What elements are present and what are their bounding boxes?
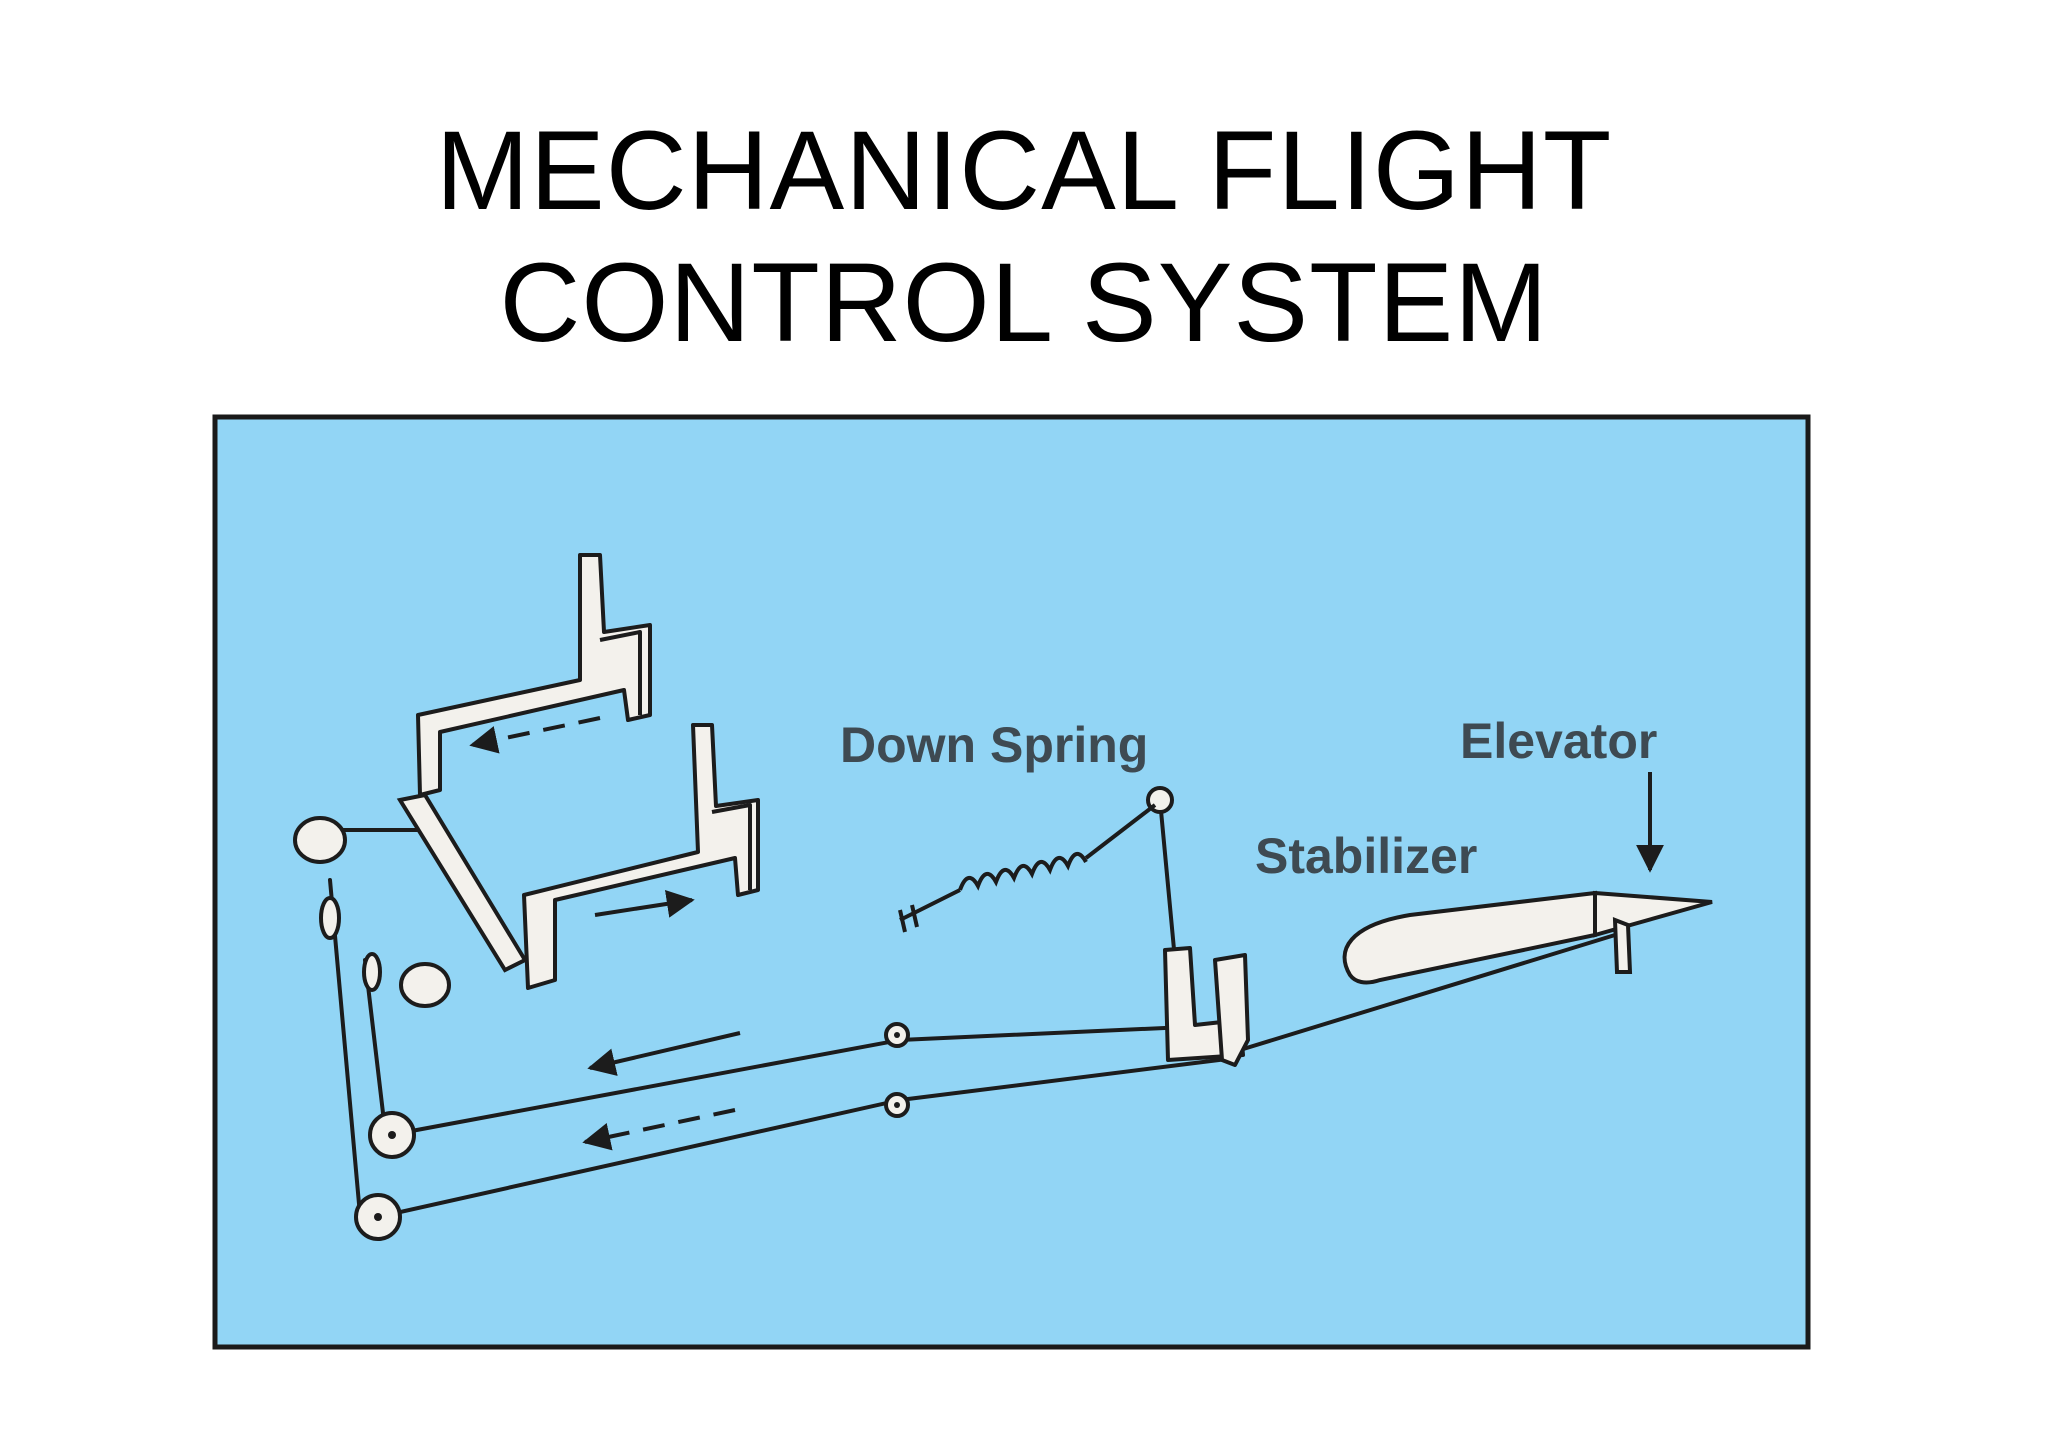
bellcrank bbox=[1163, 946, 1250, 1067]
spring-cable bbox=[1158, 798, 1177, 962]
label-down-spring: Down Spring bbox=[840, 717, 1148, 773]
arrow-lower-cable bbox=[582, 1108, 736, 1151]
label-elevator: Elevator bbox=[1460, 713, 1657, 769]
yoke-upper bbox=[416, 553, 652, 797]
yoke-lower bbox=[522, 723, 760, 990]
arrow-lower-yoke bbox=[594, 890, 695, 918]
title-line-2: CONTROL SYSTEM bbox=[499, 240, 1549, 365]
pulley-top-left bbox=[293, 816, 347, 864]
pulley-upper-small bbox=[319, 896, 341, 940]
arrow-upper-cable bbox=[587, 1031, 741, 1076]
elevator bbox=[1593, 890, 1713, 974]
title-line-1: MECHANICAL FLIGHT bbox=[435, 108, 1613, 233]
pulley-middle bbox=[399, 962, 451, 1008]
down-spring bbox=[898, 803, 1157, 933]
pulley-middle-small bbox=[362, 952, 382, 992]
linkage-bar bbox=[396, 792, 528, 973]
arrow-upper-yoke bbox=[469, 716, 601, 754]
elevator-cable bbox=[1238, 933, 1617, 1052]
page-title: MECHANICAL FLIGHT CONTROL SYSTEM bbox=[0, 105, 2048, 369]
label-stabilizer: Stabilizer bbox=[1255, 828, 1477, 884]
stabilizer bbox=[1342, 890, 1597, 985]
